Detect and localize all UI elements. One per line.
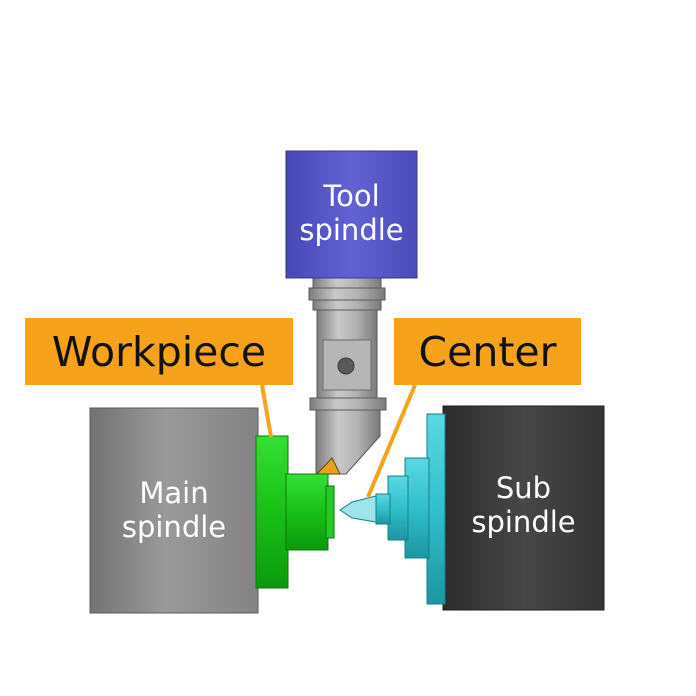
main-spindle [89,407,259,614]
workpiece-leader-line [260,384,273,438]
tool-holder [308,277,387,475]
sub-spindle [442,405,605,611]
center [339,413,446,605]
center-leader-line [366,384,417,498]
screw-icon [337,357,355,375]
workpiece-callout: Workpiece [25,318,293,385]
tool-spindle [285,150,418,279]
center-callout: Center [394,318,581,385]
